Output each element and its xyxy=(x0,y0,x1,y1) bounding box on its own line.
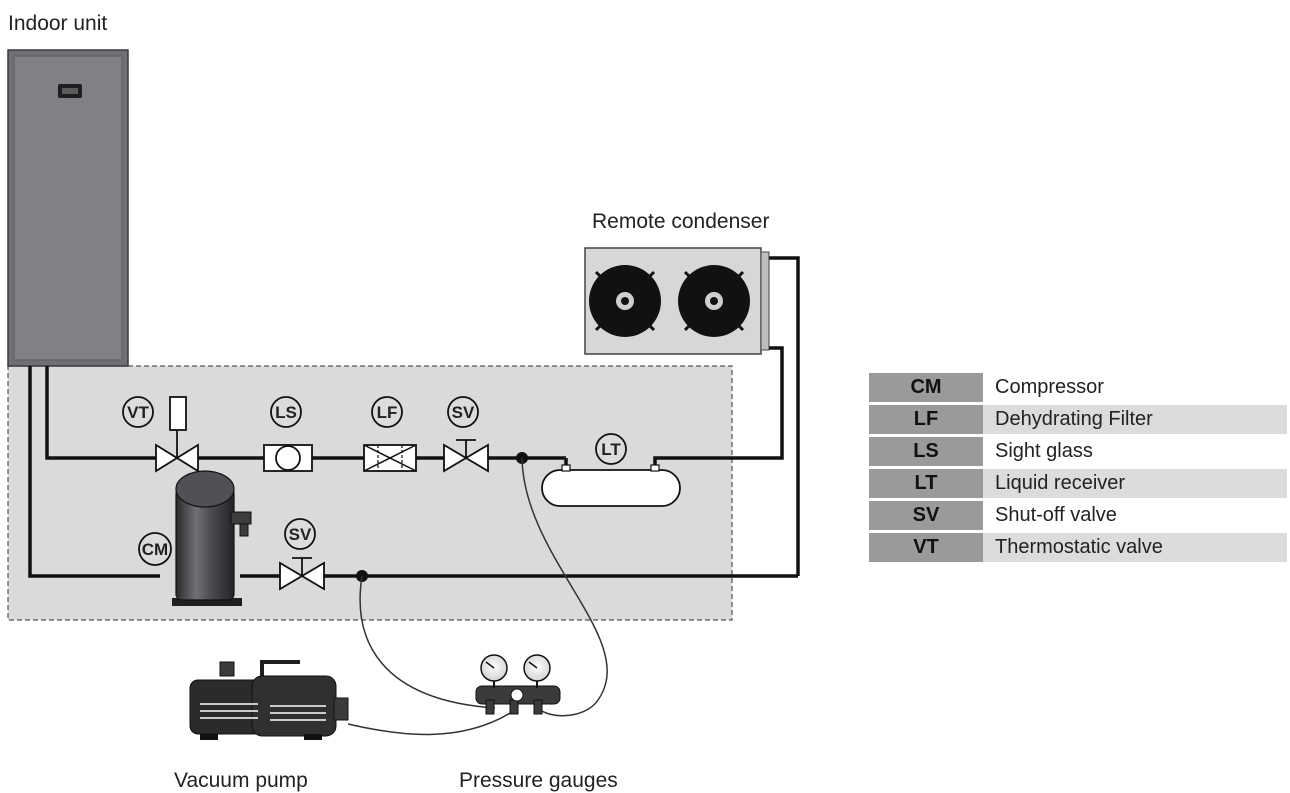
svg-text:LS: LS xyxy=(275,403,297,422)
liquid-receiver xyxy=(541,464,681,507)
condenser-fan-left xyxy=(589,265,661,337)
legend-code: VT xyxy=(869,533,983,562)
ls-tag: LS xyxy=(270,396,302,428)
liquid-hose xyxy=(521,457,608,717)
liquid-pipe-segment xyxy=(45,366,160,460)
cm-tag: CM xyxy=(138,532,172,566)
indoor-unit-cabinet xyxy=(7,49,129,367)
vt-tag: VT xyxy=(122,396,154,428)
shut-off-valve-liquid xyxy=(443,439,489,473)
shut-off-valve-gas xyxy=(279,557,325,591)
lf-tag: LF xyxy=(371,396,403,428)
svg-text:CM: CM xyxy=(142,540,168,559)
legend-code: LS xyxy=(869,437,983,466)
svg-text:LT: LT xyxy=(601,440,621,459)
thermostatic-valve xyxy=(155,396,199,473)
legend-row: LT Liquid receiver xyxy=(869,469,1287,498)
legend-code: SV xyxy=(869,501,983,530)
dehydrating-filter xyxy=(363,444,417,472)
vacuum-pump-label: Vacuum pump xyxy=(174,769,308,792)
gas-hose xyxy=(359,575,496,709)
pressure-gauge-manifold xyxy=(475,654,561,715)
remote-condenser xyxy=(584,247,770,355)
legend-description: Shut-off valve xyxy=(995,504,1117,526)
pump-hose xyxy=(347,711,513,736)
legend-code: CM xyxy=(869,373,983,402)
condenser-return-pipe xyxy=(653,346,784,470)
svg-text:LF: LF xyxy=(377,403,398,422)
legend-row: LF Dehydrating Filter xyxy=(869,405,1287,434)
compressor xyxy=(172,470,252,606)
component-legend: CM Compressor LF Dehydrating Filter LS S… xyxy=(869,370,1287,565)
svg-text:SV: SV xyxy=(452,403,475,422)
legend-code: LF xyxy=(869,405,983,434)
legend-row: VT Thermostatic valve xyxy=(869,533,1287,562)
svg-text:SV: SV xyxy=(289,525,312,544)
pressure-gauge-low-icon xyxy=(480,654,508,682)
pressure-gauge-high-icon xyxy=(523,654,551,682)
vacuum-pump xyxy=(189,660,349,740)
sv-liquid-tag: SV xyxy=(447,396,479,428)
legend-description: Liquid receiver xyxy=(983,469,1287,498)
legend-description: Sight glass xyxy=(995,440,1093,462)
condenser-fan-right xyxy=(678,265,750,337)
legend-row: LS Sight glass xyxy=(869,437,1287,466)
indoor-unit-label: Indoor unit xyxy=(8,12,107,35)
legend-description: Compressor xyxy=(995,376,1104,398)
condenser-feed-pipe xyxy=(769,256,800,576)
service-hoses xyxy=(347,457,608,736)
pressure-gauges-label: Pressure gauges xyxy=(459,769,618,792)
sv-gas-tag: SV xyxy=(284,518,316,550)
lt-tag: LT xyxy=(595,433,627,465)
svg-text:VT: VT xyxy=(127,403,149,422)
sight-glass xyxy=(263,444,313,472)
legend-description: Thermostatic valve xyxy=(983,533,1287,562)
remote-condenser-label: Remote condenser xyxy=(592,210,769,233)
legend-code: LT xyxy=(869,469,983,498)
legend-row: CM Compressor xyxy=(869,373,1287,402)
gas-pipe-segment xyxy=(28,366,160,578)
legend-row: SV Shut-off valve xyxy=(869,501,1287,530)
legend-description: Dehydrating Filter xyxy=(983,405,1287,434)
